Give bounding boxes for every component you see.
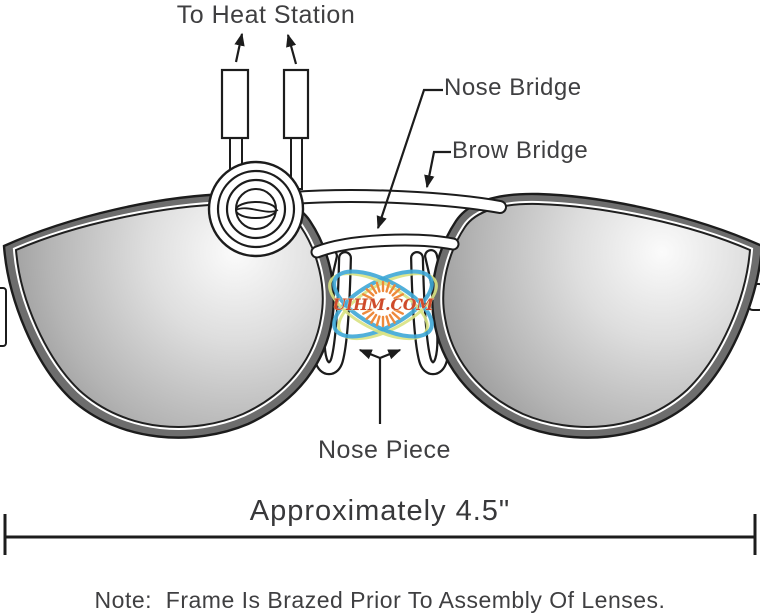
- sun-rays-icon: [362, 280, 404, 328]
- right-lens: [431, 192, 760, 439]
- heat-station-tubes: [220, 68, 310, 140]
- nose-piece-arrow-right: [379, 348, 402, 360]
- heat-station-arrow-left: [234, 32, 245, 63]
- nose-piece-arrow-left: [358, 348, 381, 360]
- nose-bridge-part: [310, 233, 460, 259]
- heat-station-arrow-right: [286, 33, 298, 65]
- brow-bridge-arrow: [424, 150, 451, 189]
- leader-lines: [234, 32, 451, 424]
- brow-bridge-label: Brow Bridge: [452, 137, 589, 164]
- induction-coil: [207, 68, 310, 258]
- dimension-line: [3, 514, 757, 555]
- uihm-watermark-logo: UIHM.COM: [328, 269, 438, 341]
- nose-piece-label: Nose Piece: [318, 436, 451, 464]
- nose-bridge-arrow: [376, 88, 443, 230]
- watermark-text: UIHM.COM: [333, 295, 435, 314]
- dimension-text: Approximately 4.5": [249, 495, 511, 527]
- heat-station-label: To Heat Station: [176, 1, 356, 29]
- left-lens: [2, 192, 335, 439]
- nose-bridge-label: Nose Bridge: [444, 74, 582, 101]
- brow-bridge-part: [285, 189, 507, 214]
- note-text: Note: Frame Is Brazed Prior To Assembly …: [94, 587, 666, 613]
